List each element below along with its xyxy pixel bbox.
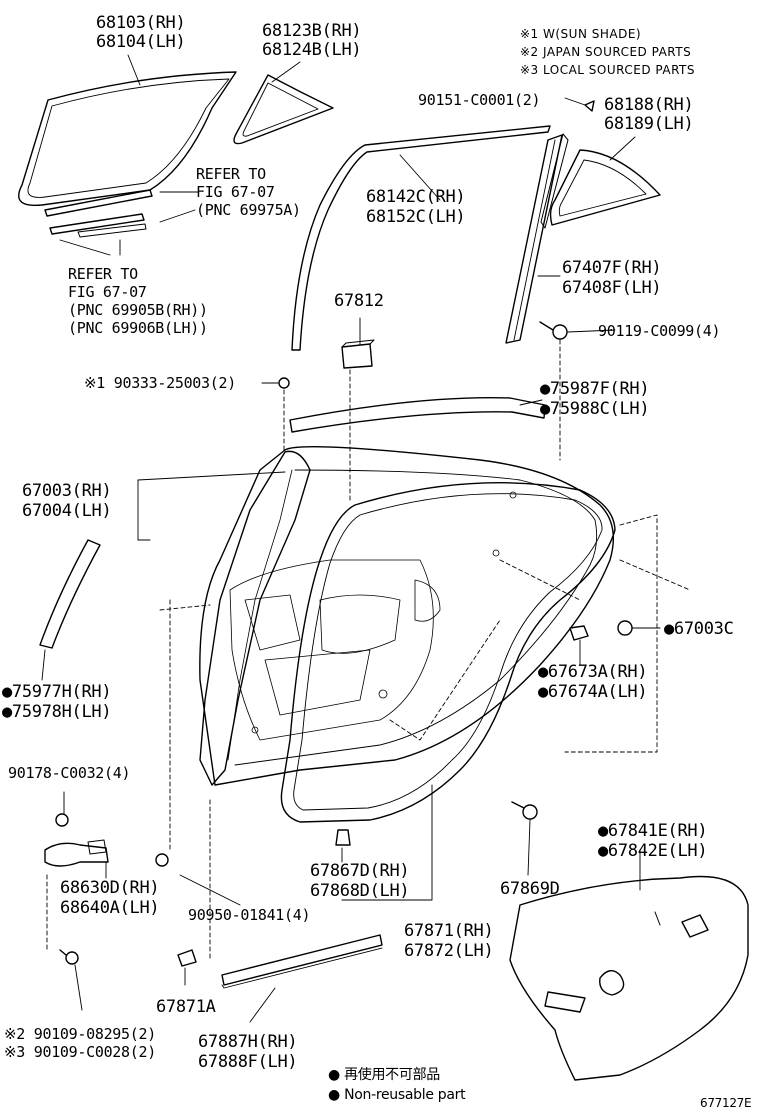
label-67004: 67004(LH) (22, 501, 112, 521)
label-67888f: 67888F(LH) (198, 1052, 298, 1072)
cushion-67812 (341, 339, 375, 369)
dashed-leaders (46, 339, 691, 961)
front-seal (39, 539, 101, 649)
label-67674a: ●67674A(LH) (538, 682, 648, 702)
clip-67673a (569, 625, 589, 641)
refer-1-line-3: (PNC 69975A) (196, 201, 301, 219)
label-90109-c0028: ※3 90109-C0028(2) (4, 1043, 156, 1061)
clip-67871a (177, 949, 197, 967)
bolt-90109 (59, 949, 79, 965)
refer-2-line-4: (PNC 69906B(LH)) (68, 319, 208, 337)
label-67869d: 67869D (500, 879, 560, 899)
quarter-weatherstrip (549, 149, 661, 226)
division-bar (505, 133, 569, 344)
label-67812: 67812 (334, 291, 384, 311)
label-67868d: 67868D(LH) (310, 881, 410, 901)
label-67871: 67871(RH) (404, 921, 494, 941)
clip-67003c (617, 620, 633, 636)
note-2: ※2 JAPAN SOURCED PARTS (520, 45, 692, 59)
label-90178: 90178-C0032(4) (8, 764, 131, 782)
clip-90151 (584, 100, 595, 112)
screw-90178 (55, 813, 69, 827)
label-68123b: 68123B(RH) (262, 21, 362, 41)
label-67887h: 67887H(RH) (198, 1032, 298, 1052)
clip-67867d (335, 829, 351, 846)
label-67408f: 67408F(LH) (562, 278, 662, 298)
belt-moulding-upper (44, 189, 153, 238)
trim-board (509, 875, 749, 1081)
screw-90119 (539, 321, 568, 340)
label-67871a: 67871A (156, 997, 216, 1017)
door-check (44, 839, 109, 867)
note-3: ※3 LOCAL SOURCED PARTS (520, 63, 695, 77)
refer-2-line-1: REFER TO (68, 265, 138, 283)
label-75977h: ●75977H(RH) (2, 682, 112, 702)
quarter-glass (233, 74, 334, 145)
frame-moulding (291, 125, 551, 351)
label-90151: 90151-C0001(2) (418, 91, 541, 109)
outer-weatherstrip (289, 396, 546, 433)
label-67841e: ●67841E(RH) (598, 821, 708, 841)
rear-door-glass (18, 71, 237, 207)
leader-lines (41, 54, 661, 1023)
label-68142c: 68142C(RH) (366, 187, 466, 207)
label-67673a: ●67673A(RH) (538, 662, 648, 682)
ring-90333 (278, 377, 290, 389)
label-68630d: 68630D(RH) (60, 878, 160, 898)
label-68152c: 68152C(LH) (366, 207, 466, 227)
rocker-moulding (221, 934, 383, 989)
label-67003: 67003(RH) (22, 481, 112, 501)
label-90950: 90950-01841(4) (188, 906, 311, 924)
label-67872: 67872(LH) (404, 941, 494, 961)
label-68104: 68104(LH) (96, 32, 186, 52)
figure-code: 677127E (700, 1096, 752, 1110)
label-75978h: ●75978H(LH) (2, 702, 112, 722)
label-68188: 68188(RH) (604, 95, 694, 115)
door-weatherstrip (280, 482, 616, 823)
door-frame (199, 450, 311, 786)
label-90119: 90119-C0099(4) (598, 322, 721, 340)
legend-english: ● Non-reusable part (328, 1087, 466, 1103)
label-68189: 68189(LH) (604, 114, 694, 134)
label-67842e: ●67842E(LH) (598, 841, 708, 861)
label-75988c: ●75988C(LH) (540, 399, 650, 419)
door-panel (199, 445, 614, 786)
refer-1-line-1: REFER TO (196, 165, 266, 183)
label-67867d: 67867D(RH) (310, 861, 410, 881)
note-1: ※1 W(SUN SHADE) (520, 27, 642, 41)
label-68640a: 68640A(LH) (60, 898, 160, 918)
label-67003c: ●67003C (664, 619, 734, 639)
label-68124b: 68124B(LH) (262, 40, 362, 60)
label-90333: ※1 90333-25003(2) (84, 374, 236, 392)
label-68103: 68103(RH) (96, 13, 186, 33)
refer-2-line-2: FIG 67-07 (68, 283, 147, 301)
legend-japanese: ● 再使用不可部品 (328, 1067, 440, 1083)
clip-67869d (511, 801, 538, 820)
label-90109-08295: ※2 90109-08295(2) (4, 1025, 156, 1043)
refer-2-line-3: (PNC 69905B(RH)) (68, 301, 208, 319)
label-75987f: ●75987F(RH) (540, 379, 650, 399)
hole-plug (155, 853, 169, 867)
label-67407f: 67407F(RH) (562, 258, 662, 278)
refer-1-line-2: FIG 67-07 (196, 183, 275, 201)
